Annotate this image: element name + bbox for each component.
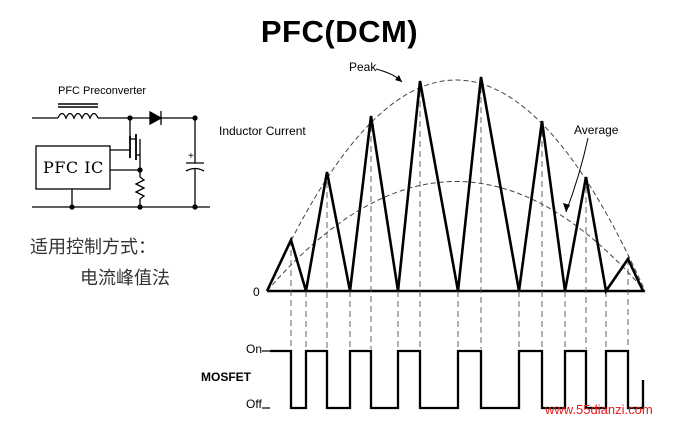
page-title: PFC(DCM) [260,14,419,49]
peak-label: Peak [349,60,377,74]
waveform-area [262,68,646,410]
inductor-current-label: Inductor Current [219,124,306,138]
junction-dot [69,204,75,210]
mosfet-gate-waveform [270,349,645,410]
site-watermark: www.55dianzi.com [545,402,653,417]
inductor-current-waveform [265,76,645,295]
inductor-symbol [57,112,99,120]
average-label: Average [574,123,619,137]
junction-dot [192,115,198,121]
mosfet-label: MOSFET [201,370,251,384]
pfc-preconverter-schematic [32,103,210,210]
preconverter-label: PFC Preconverter [58,85,147,97]
junction-dot [137,204,143,210]
control-method-heading: 适用控制方式： [30,237,156,258]
switching-guide-lines [290,77,629,408]
off-level-label: Off [246,397,262,411]
peak-envelope-curve [266,79,646,292]
pfc-ic-box [35,145,111,190]
pfc-ic-label: PFC IC [43,158,104,177]
average-envelope-curve [266,181,646,292]
junction-dot [137,167,143,173]
zero-axis-label: 0 [253,285,260,299]
on-level-label: On [246,342,263,356]
average-label-arrow [563,137,589,213]
cap-polarity-plus: + [188,151,194,162]
control-method-value: 电流峰值法 [80,268,170,289]
boost-diode-symbol [149,110,163,126]
junction-dot [127,115,133,121]
junction-dot [192,204,198,210]
sense-resistor-symbol [134,176,146,200]
peak-label-arrow [375,68,403,83]
